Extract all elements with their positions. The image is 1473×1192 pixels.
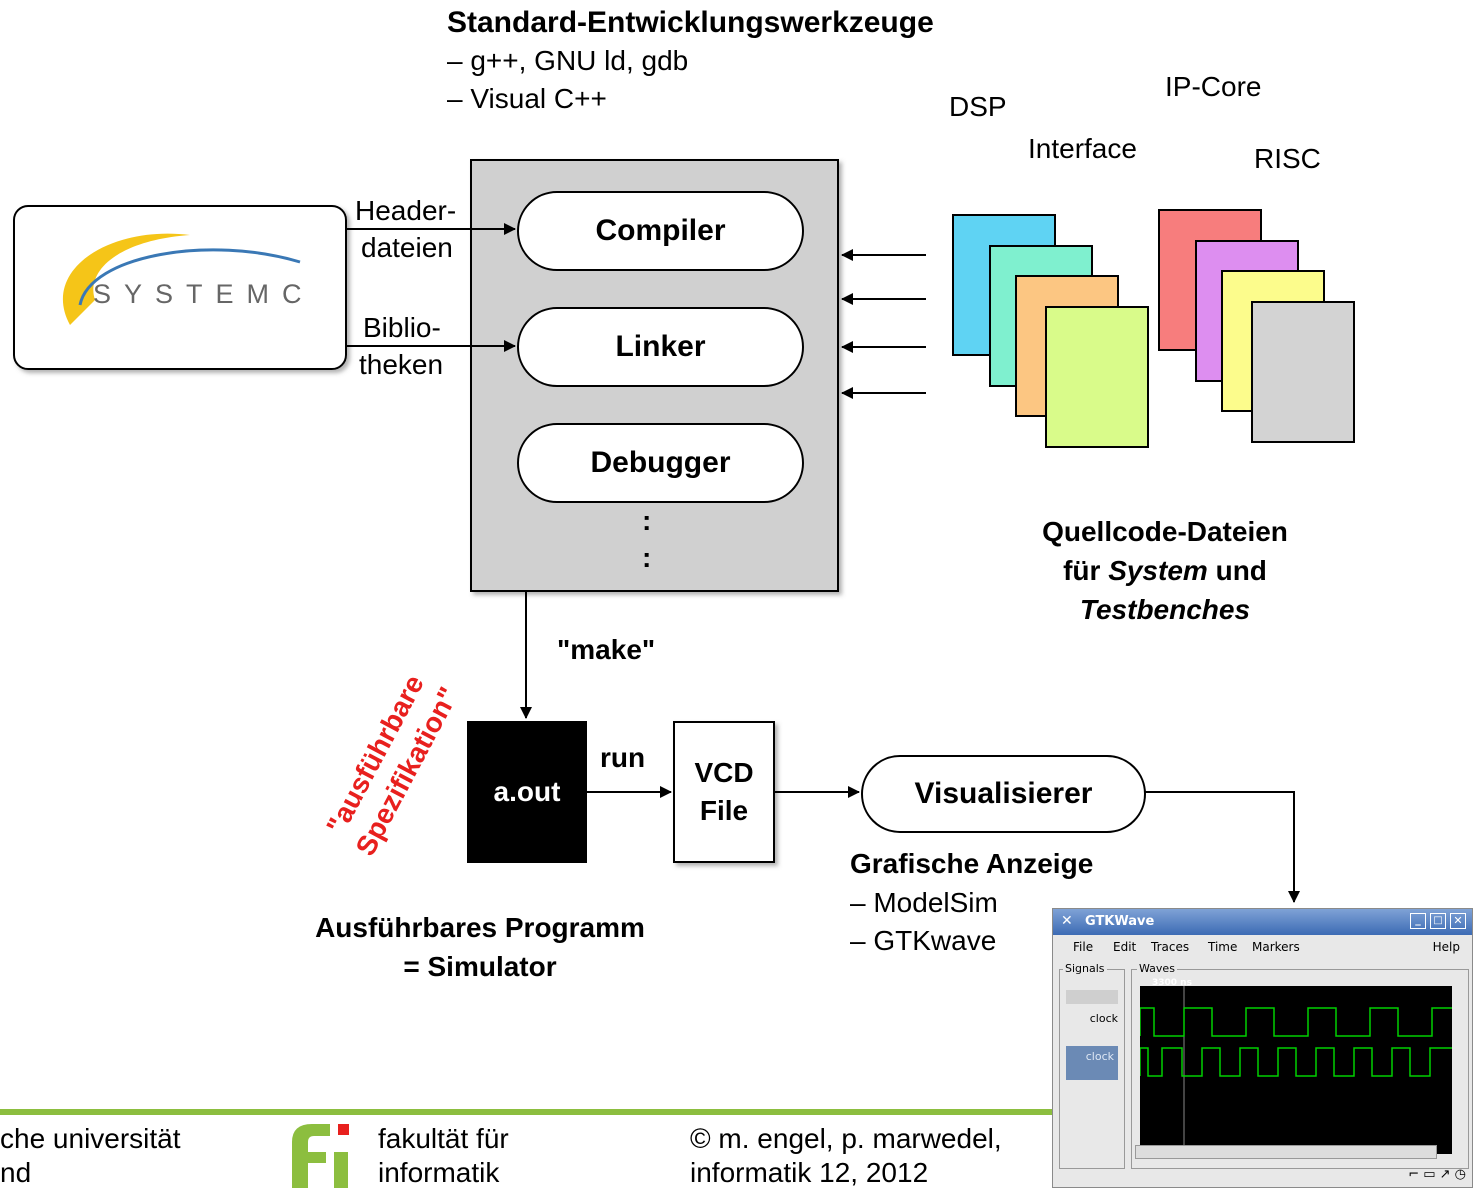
make-label: "make"	[557, 634, 656, 665]
vcd-label-1: VCD	[694, 757, 754, 788]
menu-help[interactable]: Help	[1432, 940, 1460, 954]
footer-faculty-1: fakultät für	[378, 1123, 509, 1154]
sources-caption-1: Quellcode-Dateien	[1042, 516, 1288, 547]
clock-wave-2	[1140, 1047, 1452, 1077]
aout-label: a.out	[493, 776, 561, 807]
headers-label-2: dateien	[361, 232, 453, 263]
systemc-box	[13, 205, 347, 370]
systemc-arc	[78, 248, 301, 306]
sources-caption-2b: System	[1108, 555, 1208, 586]
footer-university-1: che universität	[0, 1123, 181, 1154]
waves-panel: 3300 ns	[1131, 969, 1469, 1169]
gtkwave-menubar: File Edit Traces Time Markers Help	[1057, 937, 1468, 959]
tools-item-gcc: – g++, GNU ld, gdb	[447, 45, 689, 76]
systemc-logo-text: SYSTEMC	[93, 279, 315, 309]
label-interface: Interface	[1028, 133, 1137, 164]
footer-copyright-2: informatik 12, 2012	[690, 1157, 929, 1188]
signal-name-1[interactable]: clock	[1089, 1012, 1118, 1025]
run-label: run	[600, 742, 646, 773]
toolbar-icons[interactable]: ⌐ ▭ ↗ ◷	[1408, 1167, 1466, 1182]
minimize-icon[interactable]: _	[1410, 913, 1426, 929]
label-risc: RISC	[1254, 143, 1321, 174]
signals-header-bar	[1066, 990, 1118, 1004]
linker-pill: Linker	[517, 307, 804, 387]
signal-selected[interactable]: clock	[1066, 1046, 1118, 1080]
menu-traces[interactable]: Traces	[1151, 940, 1190, 954]
program-caption-2: = Simulator	[403, 951, 557, 982]
horizontal-scrollbar[interactable]	[1135, 1145, 1437, 1159]
display-item-modelsim: – ModelSim	[850, 887, 998, 918]
close-icon[interactable]: ✕	[1450, 913, 1466, 929]
footer-faculty-2: informatik	[378, 1157, 500, 1188]
menu-edit[interactable]: Edit	[1113, 940, 1137, 954]
gtkwave-window: ✕ GTKWave _ □ ✕ File Edit Traces Time Ma…	[1052, 908, 1473, 1188]
time-marker: 3300 ns	[1152, 978, 1192, 988]
debugger-pill: Debugger	[517, 423, 804, 503]
signal-name-2: clock	[1085, 1050, 1114, 1063]
libs-label-1: Biblio-	[363, 312, 441, 343]
program-caption-1: Ausführbares Programm	[315, 912, 645, 943]
display-title: Grafische Anzeige	[850, 848, 1094, 879]
maximize-icon[interactable]: □	[1430, 913, 1446, 929]
vcd-box	[673, 721, 775, 863]
gtkwave-titlebar: ✕ GTKWave _ □ ✕	[1053, 909, 1472, 935]
visualizer-gtkwave-arrow	[1143, 791, 1300, 903]
gtkwave-title: GTKWave	[1085, 914, 1155, 929]
headers-label-1: Header-	[355, 195, 457, 226]
sources-caption-2: für System und	[1000, 552, 1330, 590]
toolchain-dots-1: :	[642, 505, 652, 536]
sources-caption-3: Testbenches	[1079, 594, 1251, 625]
toolchain-dots-2: :	[642, 542, 652, 573]
clock-wave-1	[1140, 1007, 1452, 1037]
visualizer-pill: Visualisierer	[861, 755, 1146, 833]
libs-label-2: theken	[359, 349, 444, 380]
menu-file[interactable]: File	[1073, 940, 1094, 954]
menu-markers[interactable]: Markers	[1252, 940, 1300, 954]
sheet-4	[1045, 306, 1149, 448]
footer-university-2: nd	[0, 1157, 32, 1188]
sources-caption-2a: für	[1063, 555, 1109, 586]
compiler-pill: Compiler	[517, 191, 804, 271]
waveform-display[interactable]	[1140, 986, 1452, 1154]
tools-title: Standard-Entwicklungswerkzeuge	[447, 6, 934, 39]
fi-logo-icon	[292, 1124, 348, 1188]
aout-box	[467, 721, 587, 863]
vcd-label-2: File	[699, 795, 749, 826]
fi-logo-dot	[338, 1124, 349, 1135]
display-item-gtkwave: – GTKwave	[850, 925, 997, 956]
gtkwave-app-icon: ✕	[1061, 913, 1073, 929]
label-dsp: DSP	[949, 91, 1007, 122]
label-ipcore: IP-Core	[1165, 71, 1262, 102]
tools-item-vc: – Visual C++	[447, 83, 607, 114]
systemc-swoosh	[62, 233, 190, 325]
menu-time[interactable]: Time	[1208, 940, 1238, 954]
sources-caption-2c: und	[1207, 555, 1267, 586]
sheet-risc	[1251, 301, 1355, 443]
signals-panel: clock clock	[1059, 969, 1125, 1169]
signals-label: Signals	[1063, 962, 1107, 975]
footer-copyright-1: © m. engel, p. marwedel,	[690, 1123, 1002, 1154]
waves-label: Waves	[1137, 962, 1177, 975]
